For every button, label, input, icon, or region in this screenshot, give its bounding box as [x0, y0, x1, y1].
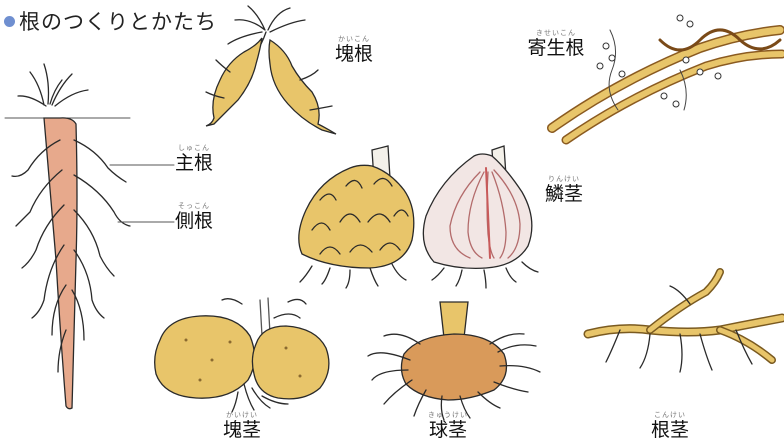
label-main-root: しゅこん 主根: [174, 145, 214, 173]
label-rhizome: こんけい 根茎: [648, 412, 692, 440]
label-parasitic-root: きせいこん 寄生根: [526, 30, 586, 58]
label-bulb: りんけい 鱗茎: [542, 176, 586, 204]
label-corm: きゅうけい 球茎: [426, 412, 470, 440]
rhizome-illustration: [588, 272, 782, 372]
bulb-section-illustration: [423, 146, 538, 288]
tuberous-root-illustration: [206, 6, 336, 134]
label-stem-tuber: かいけい 塊茎: [220, 412, 264, 440]
taproot-illustration: [5, 64, 174, 409]
label-tuberous-root: かいこん 塊根: [332, 36, 376, 64]
label-lateral-root: そっこん 側根: [174, 203, 214, 231]
bulb-whole-illustration: [299, 146, 414, 288]
parasitic-root-illustration: [552, 15, 782, 140]
corm-illustration: [368, 302, 540, 420]
stem-tuber-illustration: [155, 298, 329, 412]
